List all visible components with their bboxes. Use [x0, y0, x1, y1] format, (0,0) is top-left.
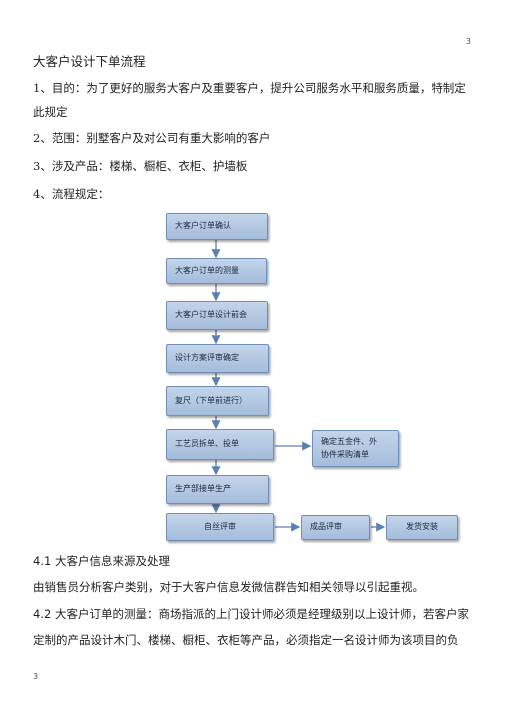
purpose-line-1: 1、目的：为了更好的服务大客户及重要客户，提升公司服务水平和服务质量，特制定: [33, 81, 466, 95]
flow-step-remeasure: 复尺（下单前进行）: [166, 386, 269, 416]
flow-step-split-order: 工艺员拆单、投单: [166, 429, 274, 460]
flow-step-measure: 大客户订单的测量: [166, 258, 267, 284]
flow-ship-install: 发货安装: [386, 515, 458, 540]
purpose-line-2: 此规定: [33, 105, 68, 119]
flow-finished-review: 成品评审: [301, 515, 370, 540]
section-4-2-line-1: 4.2 大客户订单的测量：商场指派的上门设计师必须是经理级别以上设计师，若客户家: [33, 607, 469, 621]
flow-side-hardware-list: 确定五金件、外 协件采购清单: [312, 430, 399, 467]
process-heading: 4、流程规定：: [33, 187, 110, 201]
section-4-2-number: 4.2: [33, 607, 52, 621]
section-4-1-title: 大客户信息来源及处理: [51, 554, 170, 568]
products-line: 3、涉及产品：楼梯、橱柜、衣柜、护墙板: [33, 159, 248, 173]
section-4-1-heading: 4.1 大客户信息来源及处理: [33, 554, 170, 568]
flow-step-order-confirm: 大客户订单确认: [166, 213, 268, 240]
document-title: 大客户设计下单流程: [33, 54, 146, 69]
section-4-1-number: 4.1: [33, 554, 52, 568]
page-number-top: 3: [465, 37, 471, 46]
flow-step-design-review: 设计方案评审确定: [166, 344, 269, 373]
scope-line: 2、范围：别墅客户及对公司有重大影响的客户: [33, 131, 271, 145]
flow-step-self-review: 自丝评审: [166, 513, 274, 541]
section-4-2-line-2: 定制的产品设计木门、楼梯、橱柜、衣柜等产品，必须指定一名设计师为该项目的负: [33, 633, 459, 647]
flow-step-pre-design-meeting: 大客户订单设计前会: [166, 301, 268, 330]
page-number-bottom: 3: [33, 672, 39, 681]
flow-step-production: 生产部接单生产: [166, 475, 269, 504]
section-4-1-body: 由销售员分析客户类别，对于大客户信息发微信群告知相关领导以引起重视。: [33, 580, 424, 594]
section-4-2-text: 大客户订单的测量：商场指派的上门设计师必须是经理级别以上设计师，若客户家: [51, 607, 469, 621]
